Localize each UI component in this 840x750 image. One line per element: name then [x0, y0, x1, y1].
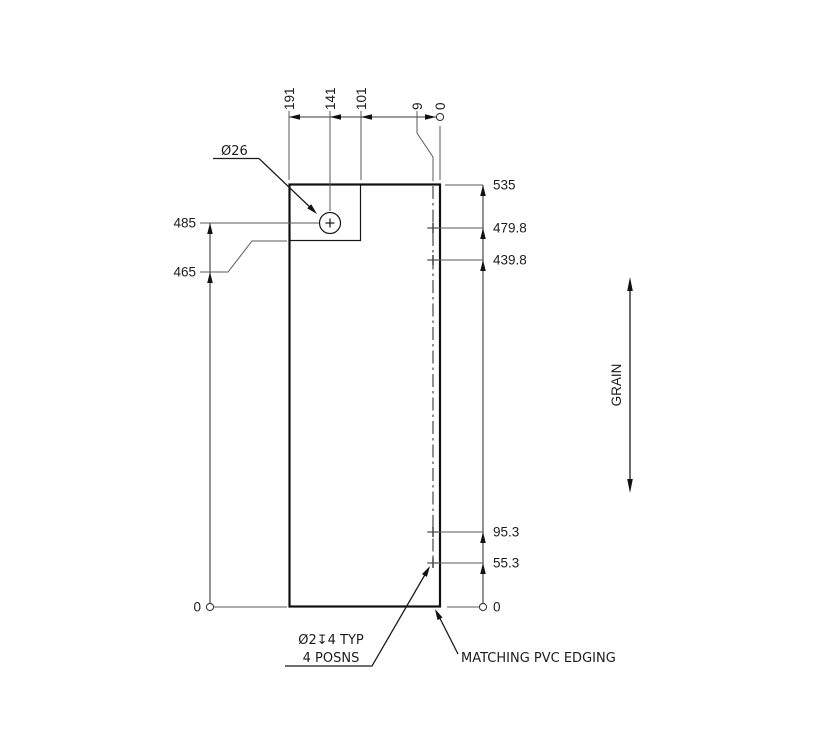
edging-leader: [437, 615, 459, 655]
top-dim-label-141: 141: [323, 87, 338, 110]
edging-arrowhead: [435, 609, 443, 621]
edging-callout-group: MATCHING PVC EDGING: [435, 609, 616, 666]
grain-arrowhead-down: [627, 479, 633, 493]
top-datum-circle: [435, 112, 445, 122]
drill-note-line1: Ø2↧4 TYP: [298, 633, 364, 648]
arrowhead-up-55-3: [480, 563, 486, 574]
ext-line-9-jog: [416, 111, 434, 181]
hole-callout-leader: [213, 157, 314, 211]
arrowhead-up-535: [480, 185, 486, 196]
arrowhead-up-479-8: [480, 228, 486, 239]
drill-note-arrowhead: [422, 566, 430, 577]
grain-direction-group: GRAIN: [609, 277, 633, 493]
right-dim-label-55-3: 55.3: [493, 556, 519, 571]
hole-circle-26: [318, 211, 342, 235]
right-dim-label-535: 535: [493, 178, 516, 193]
left-dim-label-465: 465: [173, 265, 196, 280]
edging-note-label: MATCHING PVC EDGING: [461, 651, 616, 666]
arrowhead-up-95-3: [480, 532, 486, 543]
arrowhead-right-9: [425, 114, 436, 120]
top-dim-label-191: 191: [282, 87, 297, 110]
arrowhead-left-141: [330, 114, 341, 120]
hole-callout-group: Ø26: [213, 144, 317, 214]
right-dim-label-0: 0: [493, 600, 501, 615]
right-dim-label-95-3: 95.3: [493, 525, 519, 540]
drill-note-leader: [285, 571, 428, 667]
top-dim-label-101: 101: [354, 87, 369, 110]
right-datum-circle: [478, 602, 488, 612]
right-dim-label-439-8: 439.8: [493, 253, 527, 268]
right-dimension-group: 535 479.8 439.8 95.3 55.3 0: [427, 178, 527, 615]
arrowhead-up-465: [207, 272, 213, 283]
drill-note-line2: 4 POSNS: [303, 651, 360, 666]
hole-callout-arrowhead: [307, 204, 317, 214]
top-dim-label-9: 9: [410, 102, 425, 110]
left-dim-label-0: 0: [193, 600, 201, 615]
drill-note-group: Ø2↧4 TYP 4 POSNS: [285, 566, 430, 667]
tick-465-jog: [200, 240, 287, 273]
left-dimension-group: 485 465 0: [173, 216, 319, 615]
arrowhead-left-191: [289, 114, 300, 120]
arrowhead-up-439-8: [480, 260, 486, 271]
left-datum-circle: [205, 602, 215, 612]
top-dimension-group: 191 141 101 9 0: [282, 87, 448, 211]
panel-group: [288, 183, 442, 608]
panel-outline: [288, 183, 442, 608]
top-dim-label-0: 0: [433, 102, 448, 110]
hole-center-mark: [325, 218, 335, 228]
left-dim-label-485: 485: [173, 216, 196, 231]
grain-label: GRAIN: [609, 364, 624, 407]
arrowhead-up-485: [207, 223, 213, 234]
hole-diameter-label: Ø26: [221, 144, 248, 159]
grain-arrowhead-up: [627, 277, 633, 291]
arrowhead-left-101: [361, 114, 372, 120]
right-dim-label-479-8: 479.8: [493, 221, 527, 236]
